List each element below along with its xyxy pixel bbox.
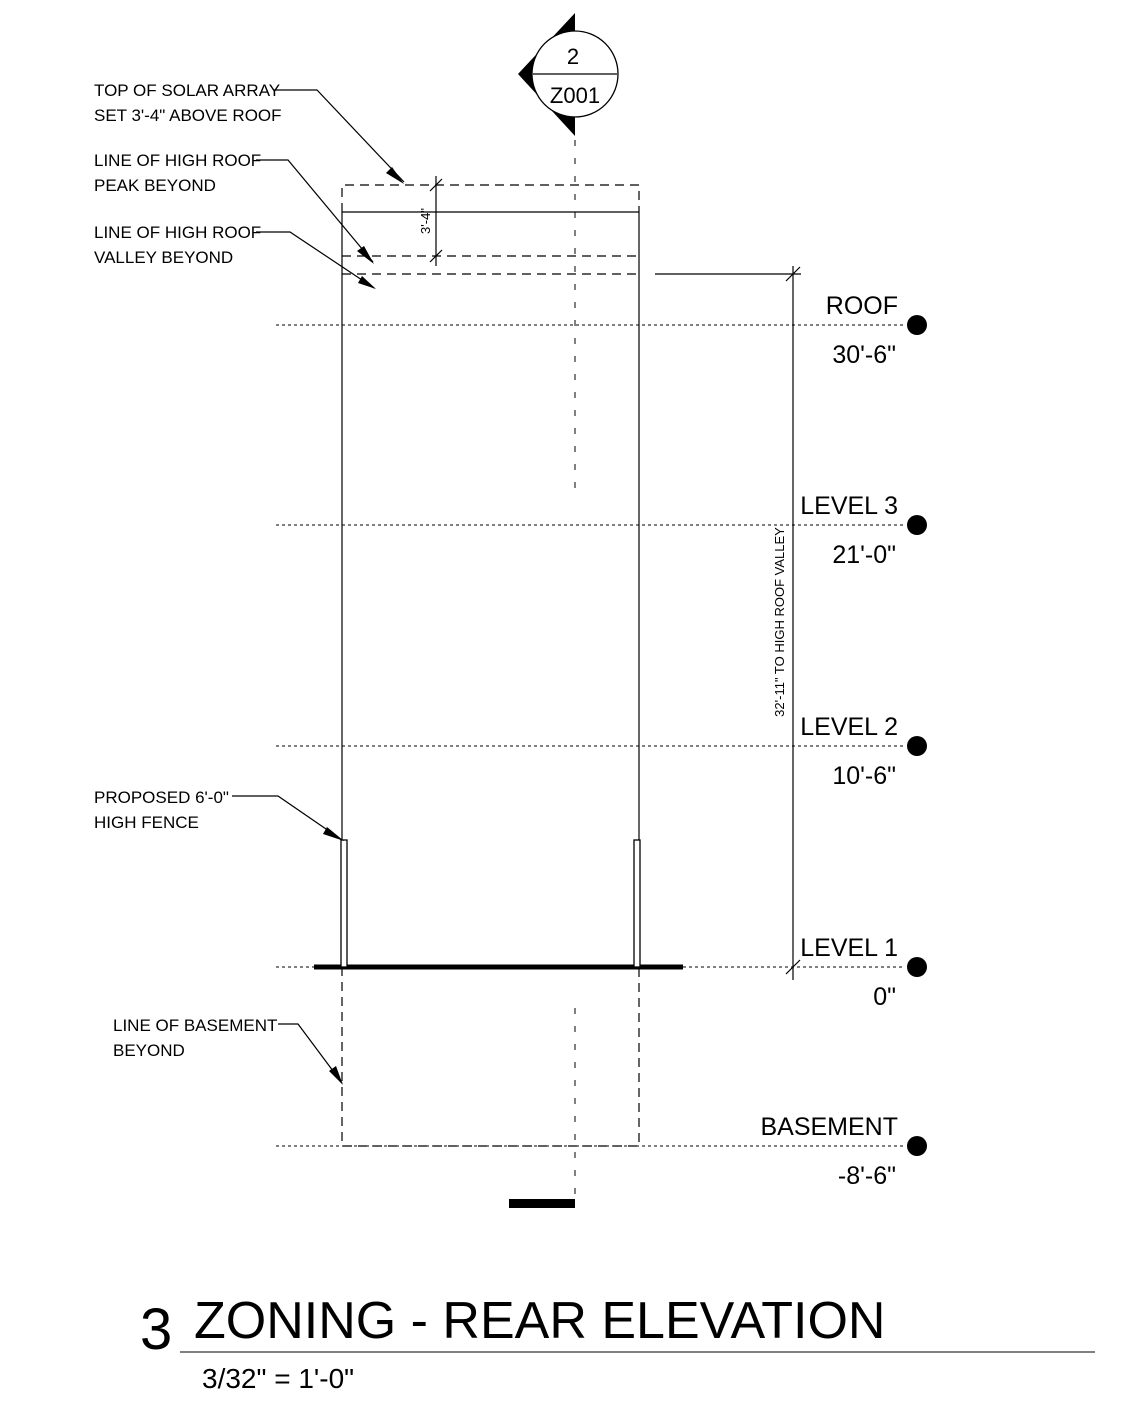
basement-outline bbox=[341, 967, 640, 1147]
solar-array-outline bbox=[341, 184, 640, 212]
level-tag-level-3[interactable]: LEVEL 3 21'-0" bbox=[800, 492, 927, 569]
solar-height-dimension: 3'-4" bbox=[418, 176, 443, 266]
solar-height-text: 3'-4" bbox=[418, 208, 433, 234]
title-number: 3 bbox=[140, 1297, 172, 1362]
level-tag-basement[interactable]: BASEMENT -8'-6" bbox=[760, 1113, 927, 1190]
leader-arrowhead bbox=[323, 827, 344, 841]
title-scale: 3/32" = 1'-0" bbox=[202, 1363, 354, 1394]
section-marker[interactable]: 2 Z001 bbox=[518, 13, 619, 136]
note-fence[interactable]: PROPOSED 6'-0" HIGH FENCE bbox=[94, 788, 344, 841]
note-line-1: LINE OF HIGH ROOF bbox=[94, 223, 261, 242]
note-line-1: LINE OF BASEMENT bbox=[113, 1016, 277, 1035]
leader-arrowhead bbox=[358, 276, 376, 289]
level-name: LEVEL 1 bbox=[800, 934, 898, 962]
note-line-2: PEAK BEYOND bbox=[94, 176, 216, 195]
section-marker-sheet: Z001 bbox=[550, 83, 600, 108]
note-line-1: TOP OF SOLAR ARRAY bbox=[94, 81, 280, 100]
drawing-title: 3 ZONING - REAR ELEVATION 3/32" = 1'-0" bbox=[140, 1292, 1095, 1394]
note-line-1: PROPOSED 6'-0" bbox=[94, 788, 229, 807]
level-name: ROOF bbox=[826, 292, 898, 320]
note-line-2: BEYOND bbox=[113, 1041, 185, 1060]
note-high-roof-valley[interactable]: LINE OF HIGH ROOF VALLEY BEYOND bbox=[94, 223, 376, 289]
level-tag-level-2[interactable]: LEVEL 2 10'-6" bbox=[800, 713, 927, 790]
leader-arrowhead bbox=[386, 167, 404, 184]
note-line-1: LINE OF HIGH ROOF bbox=[94, 151, 261, 170]
leader-line bbox=[232, 795, 343, 841]
level-marker-dot bbox=[907, 315, 927, 335]
level-elevation: 10'-6" bbox=[832, 762, 896, 790]
fence-post-left bbox=[340, 839, 348, 968]
level-marker-dot bbox=[907, 736, 927, 756]
level-marker-dot bbox=[907, 957, 927, 977]
section-cut-bar bbox=[509, 1199, 575, 1208]
level-tag-level-1[interactable]: LEVEL 1 0" bbox=[800, 934, 927, 1011]
level-tag-roof[interactable]: ROOF 30'-6" bbox=[826, 292, 927, 369]
level-elevation: -8'-6" bbox=[838, 1162, 896, 1190]
note-high-roof-peak[interactable]: LINE OF HIGH ROOF PEAK BEYOND bbox=[94, 151, 374, 264]
leader-arrowhead bbox=[329, 1066, 343, 1085]
overall-height-dimension: 32'-11" TO HIGH ROOF VALLEY bbox=[655, 266, 801, 980]
level-name: LEVEL 3 bbox=[800, 492, 898, 520]
fence-post-right bbox=[633, 839, 641, 968]
note-line-2: VALLEY BEYOND bbox=[94, 248, 233, 267]
dimension-tick bbox=[429, 178, 443, 192]
level-marker-dot bbox=[907, 515, 927, 535]
note-line-2: SET 3'-4" ABOVE ROOF bbox=[94, 106, 282, 125]
leader-arrowhead bbox=[357, 246, 374, 264]
level-elevation: 21'-0" bbox=[832, 541, 896, 569]
note-solar-array[interactable]: TOP OF SOLAR ARRAY SET 3'-4" ABOVE ROOF bbox=[94, 81, 405, 184]
level-name: BASEMENT bbox=[760, 1113, 898, 1141]
level-elevation: 0" bbox=[873, 983, 896, 1011]
leader-line bbox=[278, 1023, 343, 1084]
level-elevation: 30'-6" bbox=[832, 341, 896, 369]
note-basement-line[interactable]: LINE OF BASEMENT BEYOND bbox=[113, 1016, 343, 1085]
note-line-2: HIGH FENCE bbox=[94, 813, 199, 832]
dimension-tick bbox=[785, 959, 801, 975]
title-text: ZONING - REAR ELEVATION bbox=[194, 1292, 886, 1350]
dimension-tick bbox=[785, 266, 801, 282]
leader-line bbox=[256, 159, 374, 263]
overall-height-text: 32'-11" TO HIGH ROOF VALLEY bbox=[772, 527, 787, 717]
section-marker-number: 2 bbox=[567, 44, 579, 69]
leader-line bbox=[256, 231, 375, 289]
dimension-tick bbox=[429, 249, 443, 263]
level-marker-dot bbox=[907, 1136, 927, 1156]
leader-line bbox=[274, 89, 405, 183]
level-name: LEVEL 2 bbox=[800, 713, 898, 741]
